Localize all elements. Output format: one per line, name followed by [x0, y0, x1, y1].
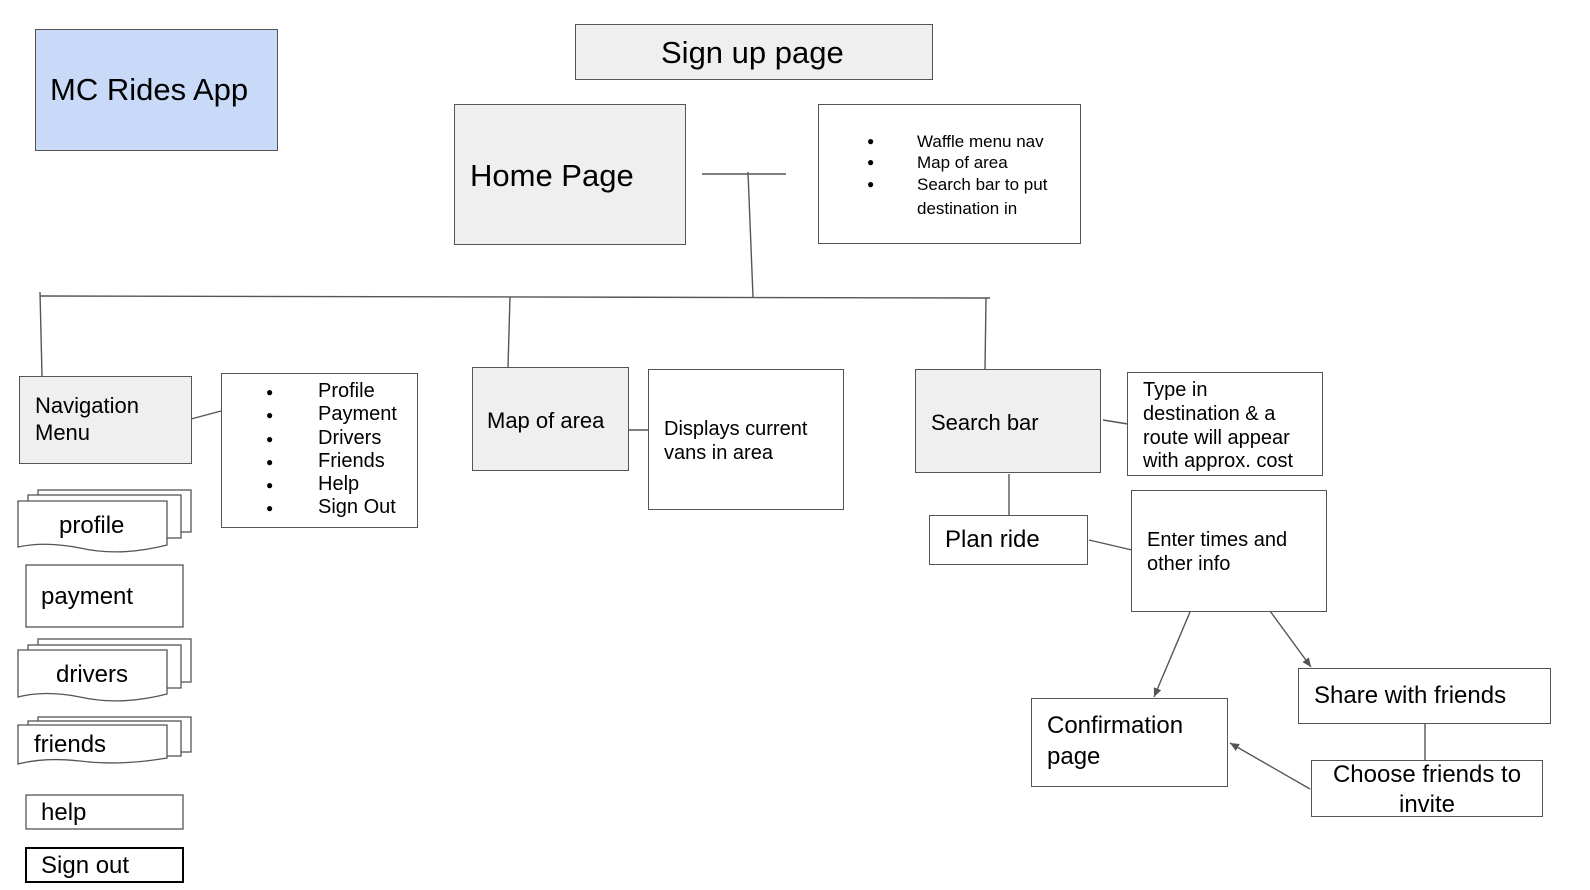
- app-title: MC Rides App: [50, 72, 249, 107]
- drivers-doc-shape: [17, 638, 192, 702]
- nav-list-item-drivers: Drivers: [222, 427, 397, 452]
- map-desc-box: Displays current vans in area: [648, 369, 844, 510]
- signout-page-shape: [25, 847, 184, 883]
- search-bar-box: Search bar: [915, 369, 1101, 473]
- search-desc-line: Type in: [1143, 379, 1208, 401]
- signout-page-label: Sign out: [41, 852, 130, 879]
- confirmation-page-box: Confirmation page: [1031, 698, 1228, 787]
- share-with-friends-box: Share with friends: [1298, 668, 1551, 724]
- payment-page-label: payment: [41, 583, 134, 610]
- nav-list-item-signout: Sign Out: [222, 496, 397, 521]
- feature-item: Waffle menu nav: [819, 131, 1047, 153]
- navigation-menu-box: Navigation Menu: [19, 376, 192, 464]
- home-trunk: [747, 171, 754, 298]
- signup-page-box: Sign up page: [575, 24, 933, 80]
- plan-to-desc-link: [1088, 539, 1133, 551]
- map-of-area-box: Map of area: [472, 367, 629, 471]
- map-desc-line1: Displays current: [664, 418, 808, 440]
- home-page-box: Home Page: [454, 104, 686, 245]
- search-desc-box: Type in destination & a route will appea…: [1127, 372, 1323, 476]
- plan-desc-line1: Enter times and: [1147, 529, 1288, 551]
- navigation-menu-label-line1: Navigation: [35, 393, 139, 418]
- arrow-to-share: [1269, 610, 1312, 668]
- search-branch: [984, 297, 987, 370]
- home-features-box: Waffle menu nav Map of area Search bar t…: [818, 104, 1081, 244]
- nav-list-item-payment: Payment: [222, 403, 397, 428]
- profile-doc-shape: [17, 489, 192, 553]
- help-page-label: help: [41, 799, 87, 826]
- search-desc-line: destination & a: [1143, 403, 1276, 425]
- choose-friends-box: Choose friends to invite: [1311, 760, 1543, 818]
- friends-page-label: friends: [34, 731, 107, 758]
- plan-ride-box: Plan ride: [929, 515, 1088, 565]
- choose-friends-line2: invite: [1398, 791, 1456, 818]
- nav-items-list: Profile Payment Drivers Friends Help Sig…: [222, 380, 397, 521]
- page-shapes: [17, 489, 192, 883]
- search-bar-label: Search bar: [931, 410, 1039, 435]
- nav-items-box: Profile Payment Drivers Friends Help Sig…: [221, 373, 418, 528]
- feature-item: Map of area: [819, 152, 1047, 174]
- navigation-menu-label-line2: Menu: [35, 420, 91, 445]
- confirmation-page-line1: Confirmation: [1047, 712, 1184, 739]
- feature-item: Search bar to put: [819, 174, 1047, 196]
- app-title-box: MC Rides App: [35, 29, 278, 151]
- nav-list-item-help: Help: [222, 473, 397, 498]
- payment-page-shape: [25, 564, 184, 628]
- signup-page-label: Sign up page: [661, 35, 844, 70]
- search-desc-line: with approx. cost: [1143, 450, 1294, 472]
- map-desc-line2: vans in area: [664, 442, 773, 464]
- plan-ride-label: Plan ride: [945, 526, 1040, 553]
- feature-item-continued: destination in: [917, 199, 1018, 218]
- help-page-shape: [25, 794, 184, 830]
- nav-list-item-friends: Friends: [222, 450, 397, 475]
- home-features-list: Waffle menu nav Map of area Search bar t…: [819, 131, 1047, 195]
- search-desc-line: route will appear: [1143, 427, 1290, 449]
- home-page-label: Home Page: [470, 158, 634, 193]
- arrow-to-confirmation: [1153, 611, 1191, 698]
- nav-to-list-link: [190, 410, 222, 420]
- plan-desc-box: Enter times and other info: [1131, 490, 1327, 612]
- nav-list-item-profile: Profile: [222, 380, 397, 405]
- plan-desc-line2: other info: [1147, 553, 1231, 575]
- friends-doc-shape: [17, 716, 192, 765]
- map-branch: [507, 296, 511, 368]
- map-of-area-label: Map of area: [487, 408, 605, 433]
- profile-page-label: profile: [59, 512, 125, 539]
- confirmation-page-line2: page: [1047, 743, 1101, 770]
- nav-branch: [39, 291, 43, 377]
- drivers-page-label: drivers: [56, 661, 129, 688]
- search-to-desc-link: [1102, 419, 1129, 425]
- main-branch: [39, 295, 991, 299]
- arrow-choose-to-confirmation: [1229, 742, 1311, 790]
- choose-friends-line1: Choose friends to: [1332, 761, 1522, 788]
- share-with-friends-label: Share with friends: [1314, 682, 1507, 709]
